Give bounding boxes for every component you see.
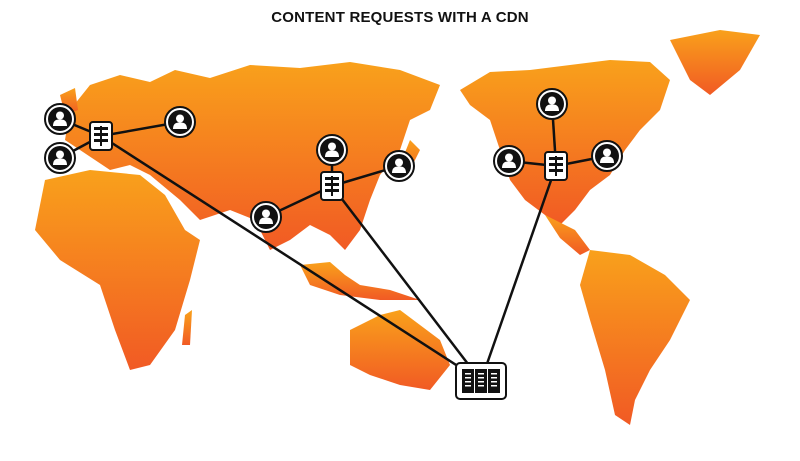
user-icon	[316, 134, 348, 166]
southeast-asia-islands	[300, 262, 420, 300]
australia	[350, 310, 450, 390]
edge-server-icon	[89, 121, 113, 151]
user-icon	[493, 145, 525, 177]
south-america	[580, 250, 690, 425]
central-america	[545, 215, 590, 255]
edge-server-icon	[320, 171, 344, 201]
north-america	[460, 60, 670, 225]
madagascar	[182, 310, 192, 345]
greenland	[670, 30, 760, 95]
user-icon	[44, 103, 76, 135]
origin-server-icon	[455, 362, 507, 400]
user-icon	[164, 106, 196, 138]
america-to-origin-line	[479, 165, 558, 382]
user-icon	[591, 140, 623, 172]
edge-server-icon	[544, 151, 568, 181]
europe-to-origin-line	[100, 134, 482, 383]
user-icon	[383, 150, 415, 182]
africa	[35, 170, 200, 370]
user-icon	[536, 88, 568, 120]
asia-to-origin-line	[331, 185, 482, 382]
user-icon	[250, 201, 282, 233]
diagram-title: CONTENT REQUESTS WITH A CDN	[271, 9, 529, 26]
user-icon	[44, 142, 76, 174]
continents	[35, 30, 760, 425]
